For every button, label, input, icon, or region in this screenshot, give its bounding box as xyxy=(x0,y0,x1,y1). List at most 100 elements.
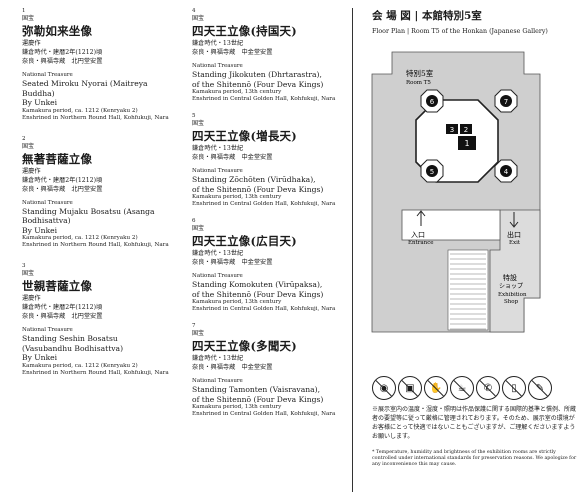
notice-en: * Temperature, humidity and brightness o… xyxy=(372,450,577,467)
floorplan-title-en: Floor Plan | Room T5 of the Honkan (Japa… xyxy=(372,28,548,35)
entry-period-en: Kamakura period, 13th century xyxy=(192,194,282,200)
no-food-icon: ☕ xyxy=(450,376,474,400)
entry-period-jp: 鎌倉時代・13世紀 xyxy=(192,40,244,47)
entry-period-jp: 鎌倉時代・13世紀 xyxy=(192,145,244,152)
entry-title-jp: 四天王立像(持国天) xyxy=(192,24,297,38)
entry-artist-jp: 運慶作 xyxy=(22,40,41,47)
shop-label-en-2: Shop xyxy=(504,299,519,305)
entry-title-en: Standing Seshin Bosatsu xyxy=(22,334,118,343)
no-touch-icon: ✋ xyxy=(424,376,448,400)
entry-period-jp: 鎌倉時代・建暦2年(1212)頃 xyxy=(22,176,103,184)
entry-artist-en: By Unkei xyxy=(22,353,58,362)
shop-label-jp-1: 特設 xyxy=(503,273,517,282)
staircase xyxy=(447,249,489,331)
entry-title-jp: 弥勒如来坐像 xyxy=(22,24,93,38)
entry-artist-en: By Unkei xyxy=(22,98,58,107)
entry-location-jp: 奈良・興福寺蔵 北円堂安置 xyxy=(22,313,103,320)
entry-grade: 国宝 xyxy=(22,270,35,277)
entrance-label-en: Entrance xyxy=(408,240,434,246)
marker-7-label: 7 xyxy=(504,98,508,106)
entry-artist-jp: 運慶作 xyxy=(22,295,41,302)
entry-title-en: of the Shitennō (Four Deva Kings) xyxy=(192,184,324,194)
marker-3-label: 3 xyxy=(450,126,454,134)
marker-2: 2 xyxy=(460,124,472,134)
entry-number: 7 xyxy=(192,323,196,329)
marker-5-label: 5 xyxy=(430,168,434,176)
entry-location-jp: 奈良・興福寺蔵 中金堂安置 xyxy=(192,259,273,266)
entry-title-en: Standing Tamonten (Vaisravana), xyxy=(192,385,321,394)
entry-location-jp: 奈良・興福寺蔵 北円堂安置 xyxy=(22,185,103,193)
no-video-icon: ▣ xyxy=(398,376,422,400)
marker-1-label: 1 xyxy=(464,139,469,148)
entry-title-jp: 無著菩薩立像 xyxy=(22,151,93,166)
entry-title-jp: 四天王立像(増長天) xyxy=(192,129,297,143)
marker-4-label: 4 xyxy=(504,168,509,176)
shop-label-jp-2: ショップ xyxy=(499,283,523,290)
prohibition-icons: ◉ ▣ ✋ ☕ ✆ ▯ ✎ xyxy=(372,376,552,400)
entry-location-jp: 奈良・興福寺蔵 北円堂安置 xyxy=(22,58,103,65)
entry-title-en: Standing Jikokuten (Dhrtarastra), xyxy=(192,70,322,79)
entry-grade-en: National Treasure xyxy=(22,327,73,333)
entry-grade-en: National Treasure xyxy=(22,199,73,206)
entry-period-en: Kamakura period, 13th century xyxy=(192,299,282,305)
marker-5: 5 xyxy=(420,159,444,183)
entry-period-jp: 鎌倉時代・建暦2年(1212)頃 xyxy=(22,49,103,56)
entry-number: 3 xyxy=(22,263,26,269)
entry-grade-en: National Treasure xyxy=(192,63,243,69)
entry-title-jp: 四天王立像(広目天) xyxy=(192,234,297,248)
notice-jp: ※展示室内の温度・湿度・照明は作品保護に関する国際的基準と慣例、所蔵者の要望等に… xyxy=(372,406,577,440)
entry-artist-en: By Unkei xyxy=(22,225,58,235)
entry-period-jp: 鎌倉時代・建暦2年(1212)頃 xyxy=(22,304,103,311)
entry-title-en: Standing Zōchōten (Virūdhaka), xyxy=(192,175,316,184)
entry-grade: 国宝 xyxy=(192,120,205,127)
entry-artist-jp: 運慶作 xyxy=(22,167,41,175)
marker-4: 4 xyxy=(494,159,518,183)
entry-period-en: Kamakura period, ca. 1212 (Kenryaku 2) xyxy=(22,362,138,369)
entry-grade-en: National Treasure xyxy=(22,72,73,78)
entry-location-jp: 奈良・興福寺蔵 中金堂安置 xyxy=(192,49,273,56)
entry-title-en: Seated Miroku Nyorai (Maitreya Buddha) xyxy=(22,79,148,98)
entrance-label-jp: 入口 xyxy=(411,231,425,239)
entry-grade: 国宝 xyxy=(192,15,205,22)
entry-title-en: (Vasubandhu Bodhisattva) xyxy=(22,343,124,353)
entry-number: 4 xyxy=(192,8,196,14)
entry-location-en: Enshrined in Northern Round Hall, Kohfuk… xyxy=(22,242,169,248)
entry-title-en: of the Shitennō (Four Deva Kings) xyxy=(192,289,324,299)
entry-location-en: Enshrined in Northern Round Hall, Kohfuk… xyxy=(22,369,169,376)
entry-location-en: Enshrined in Central Golden Hall, Kohfuk… xyxy=(192,411,336,417)
entry-period-en: Kamakura period, 13th century xyxy=(192,404,282,410)
marker-2-label: 2 xyxy=(464,126,468,134)
no-photo-icon: ◉ xyxy=(372,376,396,400)
floor-plan-map: 6 7 5 4 3 2 1 特別5室 Room T5 入口 Entrance xyxy=(371,51,541,333)
floorplan-title-jp: 会 場 図 | 本館特別5室 xyxy=(372,10,482,22)
no-phone-call-icon: ✆ xyxy=(476,376,500,400)
no-pen-icon: ✎ xyxy=(528,376,552,400)
entry-grade: 国宝 xyxy=(22,15,35,22)
entrance-arrow-icon xyxy=(416,210,426,226)
entry-grade-en: National Treasure xyxy=(192,273,243,279)
entry-number: 1 xyxy=(22,8,26,14)
shop-label-en-1: Exhibition xyxy=(498,292,527,298)
room-label-jp: 特別5室 xyxy=(406,68,434,78)
marker-6: 6 xyxy=(420,89,444,113)
entry-period-jp: 鎌倉時代・13世紀 xyxy=(192,355,244,362)
marker-3: 3 xyxy=(446,124,458,134)
entry-title-en: of the Shitennō (Four Deva Kings) xyxy=(192,79,324,89)
entry-title-en: Standing Mujaku Bosatsu (Asanga Bodhisat… xyxy=(22,206,155,226)
entry-grade-en: National Treasure xyxy=(192,378,243,384)
marker-6-label: 6 xyxy=(430,98,435,106)
exit-arrow-icon xyxy=(509,212,519,228)
entry-location-jp: 奈良・興福寺蔵 中金堂安置 xyxy=(192,154,273,161)
entry-number: 5 xyxy=(192,113,196,119)
entry-number: 2 xyxy=(22,135,26,142)
exit-label-jp: 出口 xyxy=(507,230,521,239)
room-label-en: Room T5 xyxy=(406,80,431,86)
marker-7: 7 xyxy=(494,89,518,113)
entry-location-en: Enshrined in Central Golden Hall, Kohfuk… xyxy=(192,306,336,312)
